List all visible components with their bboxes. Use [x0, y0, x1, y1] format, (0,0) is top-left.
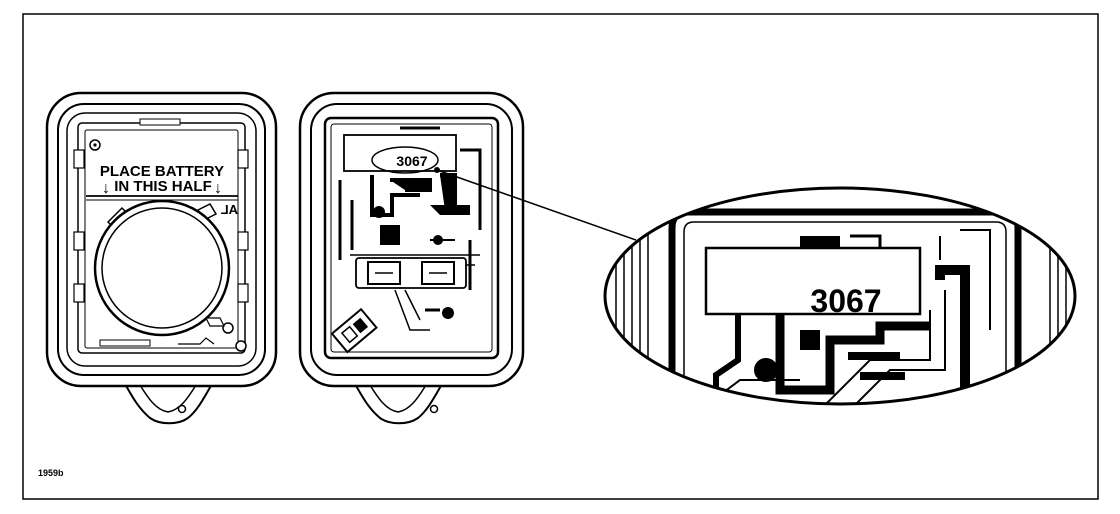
magnify-leader-line	[436, 169, 637, 241]
chip-code-small: 3067	[396, 153, 427, 169]
place-battery-label: PLACE BATTERY	[100, 163, 224, 180]
circuit-half-housing	[298, 91, 525, 425]
coin-battery	[93, 199, 231, 337]
screw-icon	[89, 139, 101, 151]
down-arrow-icon: ↓	[102, 180, 110, 197]
down-arrow-icon: ↓	[214, 180, 222, 197]
chip-code-large: 3067	[810, 283, 881, 319]
magnified-view	[603, 186, 1077, 406]
battery-half-housing	[45, 91, 278, 425]
mirrored-mark: AL	[221, 202, 238, 217]
figure-border	[22, 13, 1099, 500]
figure-id-label: 1959b	[38, 468, 64, 478]
in-this-half-label: IN THIS HALF	[114, 178, 212, 195]
